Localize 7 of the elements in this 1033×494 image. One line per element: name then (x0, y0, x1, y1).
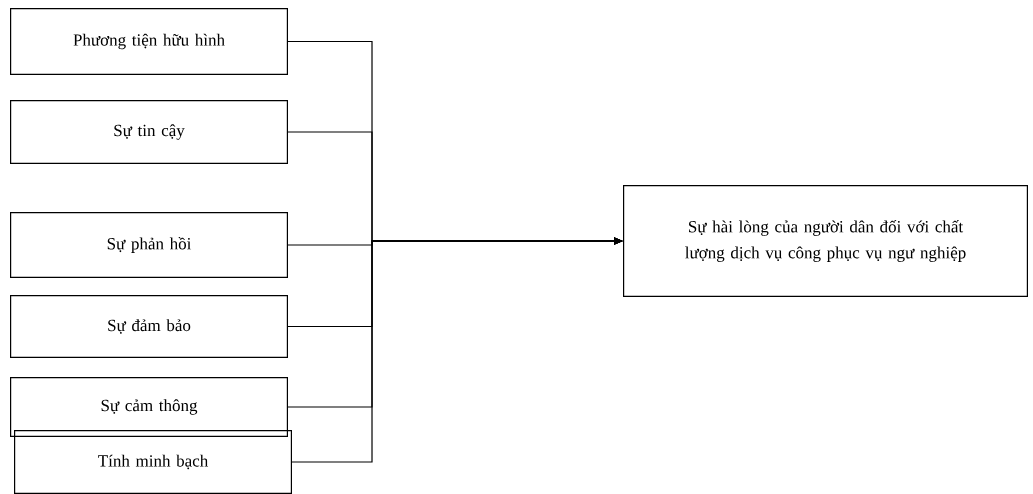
outcome-box: Sự hài lòng của người dân đối với chất lượng dịch vụ công phục vụ ngư nghiệp (623, 185, 1028, 297)
factor-box: Sự phản hồi (10, 212, 288, 278)
factor-box: Tính minh bạch (14, 429, 292, 494)
factor-box: Sự đảm bảo (10, 295, 288, 358)
factor-box: Phương tiện hữu hình (10, 8, 288, 75)
factor-box: Sự cảm thông (10, 377, 288, 437)
factor-box: Sự tin cậy (10, 100, 288, 164)
